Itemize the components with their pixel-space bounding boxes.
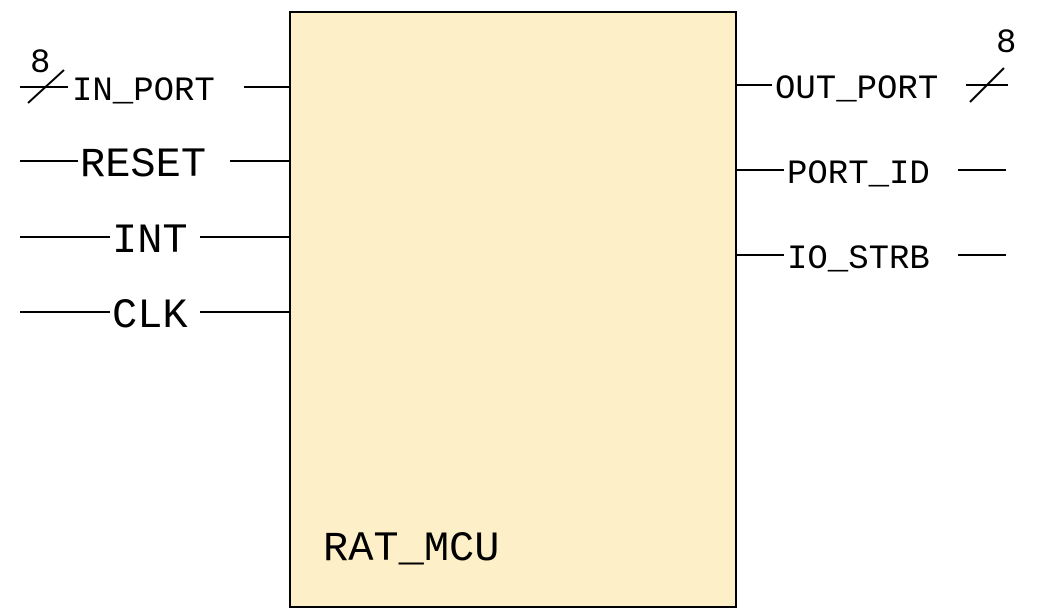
int-label: INT	[112, 217, 188, 265]
reset-label: RESET	[80, 141, 206, 189]
bus-slash-in-port	[27, 69, 65, 104]
in-port-bus-width: 8	[30, 45, 50, 83]
clk-label: CLK	[112, 292, 188, 340]
output-out-port: OUT_PORT 8	[736, 25, 1016, 109]
output-io-strb: IO_STRB	[736, 241, 1006, 279]
port-id-label: PORT_ID	[787, 156, 930, 194]
mcu-block	[289, 11, 737, 608]
input-int: INT	[20, 217, 290, 265]
input-reset: RESET	[20, 141, 290, 189]
block-name-label: RAT_MCU	[323, 525, 499, 573]
out-port-bus-width: 8	[996, 25, 1016, 63]
input-in-port: 8 IN_PORT	[20, 45, 290, 111]
output-port-id: PORT_ID	[736, 156, 1006, 194]
input-clk: CLK	[20, 292, 290, 340]
bus-slash-out-port	[969, 67, 1005, 103]
in-port-label: IN_PORT	[72, 73, 215, 111]
io-strb-label: IO_STRB	[787, 241, 930, 279]
out-port-label: OUT_PORT	[775, 71, 938, 109]
